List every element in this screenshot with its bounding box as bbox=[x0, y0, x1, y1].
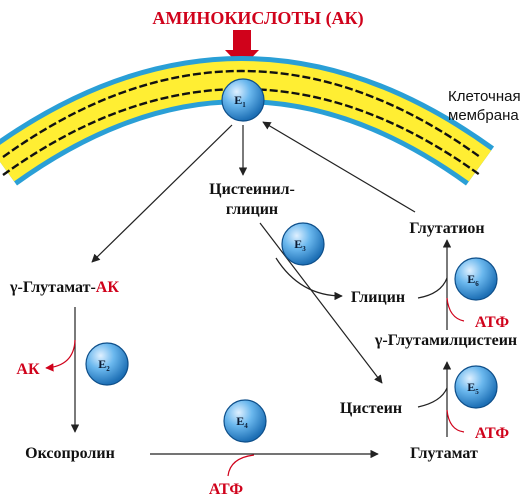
enzyme-e2: E2 bbox=[85, 342, 129, 386]
enzyme-e3: E3 bbox=[281, 222, 325, 266]
enzyme-e6-index: 6 bbox=[475, 280, 479, 288]
arrow-cysteinylglycine-to-cysteine bbox=[259, 222, 383, 384]
arrow-glutathione-to-e1 bbox=[262, 121, 416, 213]
svg-text:E1: E1 bbox=[234, 93, 246, 109]
membrane-label-line1: Клеточная bbox=[448, 88, 521, 105]
enzyme-e3-letter: E bbox=[294, 237, 302, 251]
cysteine-label: Цистеин bbox=[340, 400, 402, 417]
enzyme-e2-letter: E bbox=[98, 357, 106, 371]
arrows bbox=[45, 121, 465, 477]
atp-e4-label: АТФ bbox=[209, 481, 243, 498]
enzyme-e6: E6 bbox=[454, 257, 498, 301]
svg-text:E3: E3 bbox=[294, 237, 306, 253]
gamma-glutamyl-aa-label: γ-Глутамат-АК bbox=[9, 279, 119, 296]
arrow-glycine-branch bbox=[275, 257, 343, 301]
arrow-ak-release bbox=[45, 339, 76, 372]
gamma-glutamyl-ak: АК bbox=[96, 279, 120, 296]
arrow-atp-e5 bbox=[446, 409, 465, 433]
enzyme-e4-letter: E bbox=[236, 414, 244, 428]
arrow-cysteine-join bbox=[417, 387, 448, 408]
enzyme-e3-index: 3 bbox=[302, 245, 306, 253]
enzyme-e4: E4 bbox=[223, 399, 267, 443]
enzyme-e1-index: 1 bbox=[242, 101, 246, 109]
gamma-glutamyl-prefix: γ-Глутамат- bbox=[9, 279, 96, 296]
svg-text:E2: E2 bbox=[98, 357, 110, 373]
glycine-label: Глицин bbox=[351, 289, 405, 306]
svg-text:E6: E6 bbox=[467, 272, 479, 288]
svg-text:E4: E4 bbox=[236, 414, 248, 430]
arrow-atp-e6 bbox=[446, 297, 465, 322]
arrow-e1-to-gamma-glutamyl bbox=[91, 124, 233, 263]
oxoproline-label: Оксопролин bbox=[25, 445, 115, 462]
glutathione-label: Глутатион bbox=[409, 220, 484, 237]
glutamate-label: Глутамат bbox=[410, 445, 478, 462]
enzyme-e4-index: 4 bbox=[244, 422, 248, 430]
membrane-label-line2: мембрана bbox=[448, 107, 519, 124]
svg-text:E5: E5 bbox=[467, 380, 479, 396]
arrow-glycine-join bbox=[417, 277, 448, 299]
enzyme-e5-letter: E bbox=[467, 380, 475, 394]
atp-e5-label: АТФ bbox=[475, 425, 509, 442]
ak-released-label: АК bbox=[16, 361, 40, 378]
enzyme-e1-letter: E bbox=[234, 93, 242, 107]
cysteinylglycine-line1: Цистеинил- bbox=[209, 181, 295, 198]
cysteinylglycine-line2: глицин bbox=[226, 201, 278, 218]
enzyme-e5-index: 5 bbox=[475, 388, 479, 396]
gamma-glutamylcysteine-label: γ-Глутамилцистеин bbox=[374, 332, 517, 349]
title-label: АМИНОКИСЛОТЫ (АК) bbox=[152, 8, 363, 29]
atp-e6-label: АТФ bbox=[475, 314, 509, 331]
enzyme-e5: E5 bbox=[454, 365, 498, 409]
arrow-atp-e4 bbox=[227, 454, 255, 477]
enzyme-e6-letter: E bbox=[467, 272, 475, 286]
enzyme-e2-index: 2 bbox=[106, 365, 110, 373]
enzyme-e1: E1 bbox=[221, 78, 265, 122]
